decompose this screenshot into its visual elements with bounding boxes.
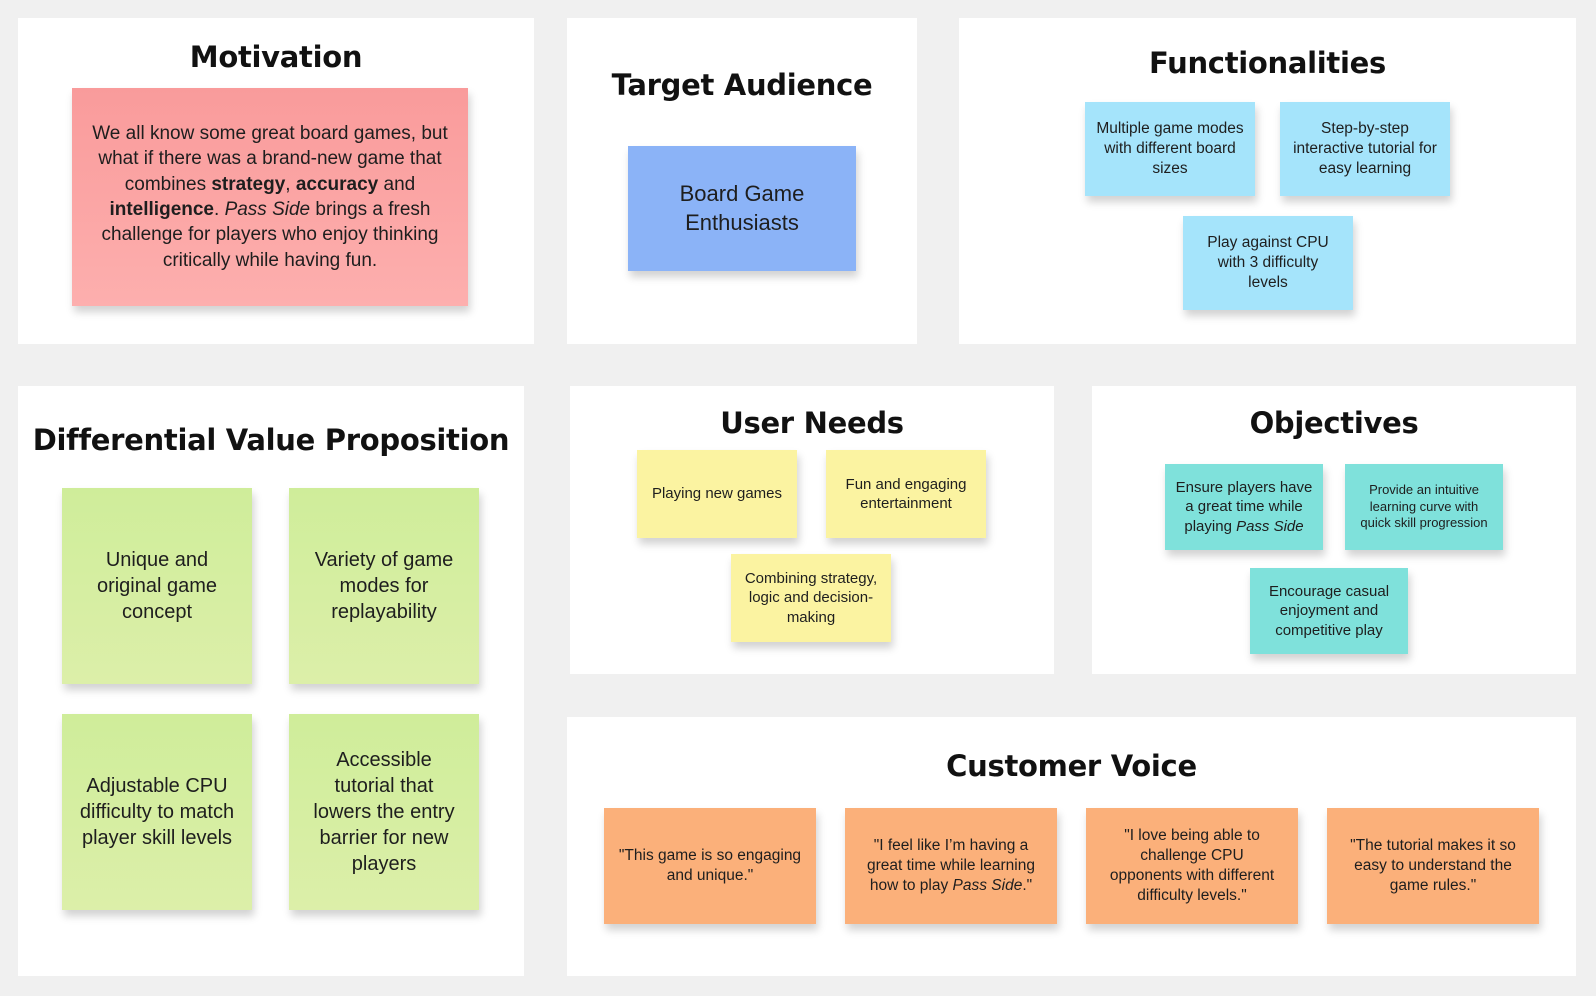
target-audience-frame[interactable]: Target Audience Board Game Enthusiasts	[567, 18, 917, 344]
customer-voice-title: Customer Voice	[946, 749, 1197, 783]
user-needs-frame[interactable]: User Needs Playing new games Fun and eng…	[570, 386, 1054, 674]
user-needs-title: User Needs	[720, 406, 904, 440]
objectives-title: Objectives	[1249, 406, 1419, 440]
motivation-frame[interactable]: Motivation We all know some great board …	[18, 18, 534, 344]
objective-note-1[interactable]: Ensure players have a great time while p…	[1165, 464, 1323, 550]
objective-note-2[interactable]: Provide an intuitive learning curve with…	[1345, 464, 1503, 550]
objective-note-1-text: Ensure players have a great time while p…	[1175, 478, 1313, 535]
differential-note-1[interactable]: Unique and original game concept	[62, 488, 252, 684]
user-need-note-3[interactable]: Combining strategy, logic and decision-m…	[731, 554, 891, 642]
target-audience-sticky-note[interactable]: Board Game Enthusiasts	[628, 146, 856, 271]
functionalities-frame[interactable]: Functionalities Multiple game modes with…	[959, 18, 1576, 344]
functionality-note-3[interactable]: Play against CPU with 3 difficulty level…	[1183, 216, 1353, 310]
customer-voice-note-4[interactable]: "The tutorial makes it so easy to unders…	[1327, 808, 1539, 924]
customer-voice-frame[interactable]: Customer Voice "This game is so engaging…	[567, 717, 1576, 976]
objective-note-3[interactable]: Encourage casual enjoyment and competiti…	[1250, 568, 1408, 654]
functionalities-title: Functionalities	[1149, 46, 1386, 80]
motivation-text: We all know some great board games, but …	[92, 122, 448, 271]
customer-voice-note-2[interactable]: "I feel like I’m having a great time whi…	[845, 808, 1057, 924]
functionality-note-1[interactable]: Multiple game modes with different board…	[1085, 102, 1255, 196]
differential-note-2[interactable]: Variety of game modes for replayability	[289, 488, 479, 684]
differential-value-frame[interactable]: Differential Value Proposition Unique an…	[18, 386, 524, 976]
customer-voice-note-3[interactable]: "I love being able to challenge CPU oppo…	[1086, 808, 1298, 924]
customer-voice-note-2-text: "I feel like I’m having a great time whi…	[866, 836, 1035, 895]
target-audience-title: Target Audience	[611, 68, 873, 102]
differential-note-3[interactable]: Adjustable CPU difficulty to match playe…	[62, 714, 252, 910]
motivation-title: Motivation	[189, 40, 363, 74]
functionality-note-2[interactable]: Step-by-step interactive tutorial for ea…	[1280, 102, 1450, 196]
user-need-note-1[interactable]: Playing new games	[637, 450, 797, 538]
motivation-sticky-note[interactable]: We all know some great board games, but …	[72, 88, 468, 306]
differential-note-4[interactable]: Accessible tutorial that lowers the entr…	[289, 714, 479, 910]
differential-value-title: Differential Value Proposition	[32, 423, 510, 457]
customer-voice-note-1[interactable]: "This game is so engaging and unique."	[604, 808, 816, 924]
objectives-frame[interactable]: Objectives Ensure players have a great t…	[1092, 386, 1576, 674]
user-need-note-2[interactable]: Fun and engaging entertainment	[826, 450, 986, 538]
